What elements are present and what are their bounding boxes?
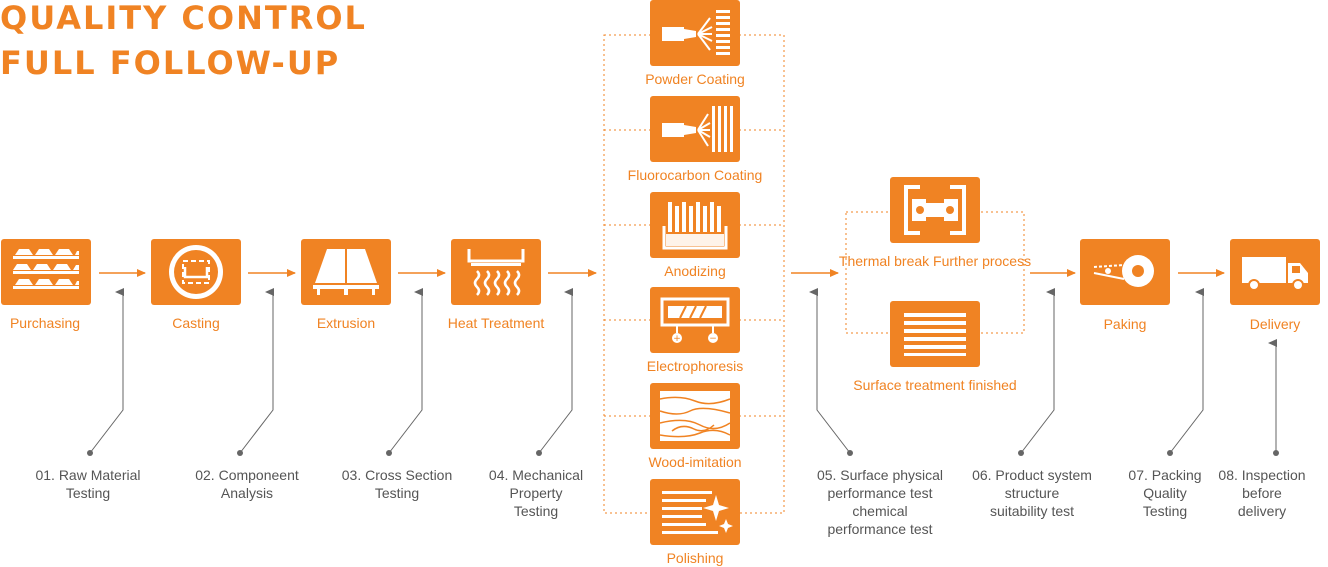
wrap-roll-icon: [1093, 255, 1154, 287]
test-connector-dots: [87, 450, 1279, 456]
page-title-line-2: FULL FOLLOW-UP: [0, 44, 341, 82]
heat-oven-icon: [467, 249, 525, 296]
step-box-heat-treatment: [451, 239, 541, 305]
step-label-purchasing: Purchasing: [9, 315, 81, 331]
process-label-surface-finished: Surface treatment finished: [853, 377, 1017, 393]
svg-text:+: +: [673, 334, 681, 344]
spray-gun-icon: [662, 106, 733, 152]
step-label-heat-treatment: Heat Treatment: [447, 315, 545, 331]
step-label-paking: Paking: [1103, 316, 1147, 332]
test-label-07: 07. Packing Quality Testing: [1128, 467, 1202, 519]
test-label-03: 03. Cross Section Testing: [341, 467, 453, 501]
casting-die-icon: [169, 245, 223, 299]
step-label-casting: Casting: [172, 315, 220, 331]
treatment-box-anodizing: [650, 192, 740, 258]
treatment-label-anodizing: Anodizing: [664, 263, 726, 279]
treatment-label-powder-coating: Powder Coating: [645, 71, 745, 87]
test-label-01: 01. Raw Material Testing: [35, 467, 141, 501]
treatment-label-polishing: Polishing: [666, 550, 724, 566]
treatment-box-polishing: [650, 479, 740, 545]
step-box-delivery: [1230, 239, 1320, 305]
page-title-line-1: QUALITY CONTROL: [0, 0, 367, 37]
step-label-extrusion: Extrusion: [316, 315, 376, 331]
process-box-surface-finished: [890, 301, 980, 367]
test-label-04: 04. Mechanical Property Testing: [488, 467, 584, 519]
treatment-label-wood-imitation: Wood-imitation: [648, 454, 742, 470]
step-label-delivery: Delivery: [1249, 316, 1301, 332]
svg-text:−: −: [709, 334, 717, 344]
spray-gun-icon: [662, 10, 730, 55]
ingot-stack-icon: [13, 249, 79, 289]
polish-sparkle-icon: [662, 491, 733, 534]
treatment-label-fluorocarbon-coating: Fluorocarbon Coating: [627, 167, 763, 183]
extrusion-press-icon: [313, 249, 379, 295]
test-label-08: 08. Inspection before delivery: [1218, 467, 1306, 519]
process-label-thermal-break: Thermal break Further process: [838, 253, 1032, 269]
treatment-box-powder-coating: [650, 0, 740, 66]
step-box-paking: [1080, 239, 1170, 305]
treatment-box-wood-imitation: [650, 383, 740, 449]
treatment-box-fluorocarbon-coating: [650, 96, 740, 162]
process-box-thermal-break: [890, 177, 980, 243]
electrophoresis-icon: + −: [660, 297, 730, 344]
anodizing-bath-icon: [662, 202, 728, 250]
treatment-label-electrophoresis: Electrophoresis: [646, 358, 744, 374]
step-box-casting: [151, 239, 241, 305]
test-connectors: [89, 288, 1277, 454]
test-label-06: 06. Product system structure suitability…: [972, 467, 1092, 519]
wood-grain-icon: [659, 391, 731, 441]
treatment-box-electrophoresis: + −: [650, 287, 740, 353]
finished-profile-icon: [904, 313, 966, 356]
delivery-truck-icon: [1242, 257, 1308, 291]
test-label-02: 02. Componeent Analysis: [195, 467, 299, 501]
test-label-05: 05. Surface physical performance test ch…: [816, 467, 944, 537]
thermal-break-profile-icon: [904, 185, 966, 235]
step-box-purchasing: [1, 239, 91, 305]
step-box-extrusion: [301, 239, 391, 305]
